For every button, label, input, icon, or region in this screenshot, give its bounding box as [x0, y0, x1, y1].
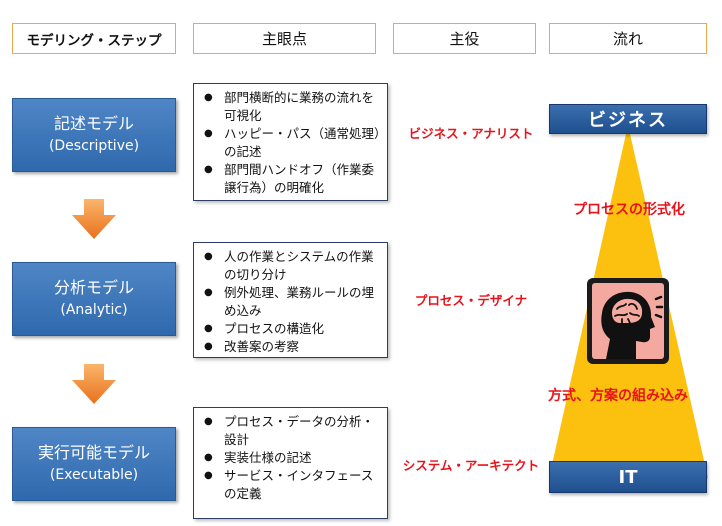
focus-item: プロセス・データの分析・設計 [202, 413, 381, 449]
header-flow: 流れ [549, 23, 707, 54]
focus-item: 部門間ハンドオフ（作業委譲行為）の明確化 [202, 161, 381, 197]
it-bar: IT [549, 461, 707, 493]
role-business-analyst: ビジネス・アナリスト [408, 126, 534, 141]
head-silhouette [592, 283, 664, 359]
focus-item: 人の作業とシステムの作業の切り分け [202, 248, 381, 284]
header-modeling-step: モデリング・ステップ [12, 23, 176, 54]
flow-lower-text: 方式、方案の組み込み [548, 388, 688, 404]
focus-item: 実装仕様の記述 [202, 449, 381, 467]
descriptive-model-title: 記述モデル [53, 114, 134, 133]
executable-model-title: 実行可能モデル [37, 443, 150, 462]
down-arrow-icon [72, 199, 116, 239]
role-system-architect: システム・アーキテクト [402, 458, 540, 473]
executable-model-english: (Executable) [49, 467, 139, 483]
business-bar: ビジネス [549, 104, 707, 134]
focus-item: サービス・インタフェースの定義 [202, 467, 381, 503]
role-process-designer: プロセス・デザイナ [414, 293, 528, 308]
descriptive-focus-box: 部門横断的に業務の流れを可視化 ハッピー・パス（通常処理）の記述 部門間ハンドオ… [193, 83, 388, 201]
header-focus: 主眼点 [193, 23, 376, 54]
header-lead-role: 主役 [393, 23, 536, 54]
thinking-head-icon [587, 278, 669, 364]
descriptive-model-box: 記述モデル (Descriptive) [12, 98, 176, 172]
analytic-model-english: (Analytic) [60, 302, 128, 318]
executable-model-box: 実行可能モデル (Executable) [12, 427, 176, 501]
focus-item: 例外処理、業務ルールの埋め込み [202, 284, 381, 320]
executable-focus-box: プロセス・データの分析・設計 実装仕様の記述 サービス・インタフェースの定義 [193, 407, 388, 519]
focus-item: ハッピー・パス（通常処理）の記述 [202, 125, 381, 161]
focus-item: 部門横断的に業務の流れを可視化 [202, 89, 381, 125]
focus-item: 改善案の考察 [202, 338, 381, 356]
focus-item: プロセスの構造化 [202, 320, 381, 338]
analytic-model-box: 分析モデル (Analytic) [12, 262, 176, 336]
analytic-model-title: 分析モデル [53, 278, 134, 297]
down-arrow-icon [72, 364, 116, 404]
analytic-focus-box: 人の作業とシステムの作業の切り分け 例外処理、業務ルールの埋め込み プロセスの構… [193, 242, 388, 358]
flow-upper-text: プロセスの形式化 [573, 202, 685, 218]
descriptive-model-english: (Descriptive) [48, 138, 140, 154]
